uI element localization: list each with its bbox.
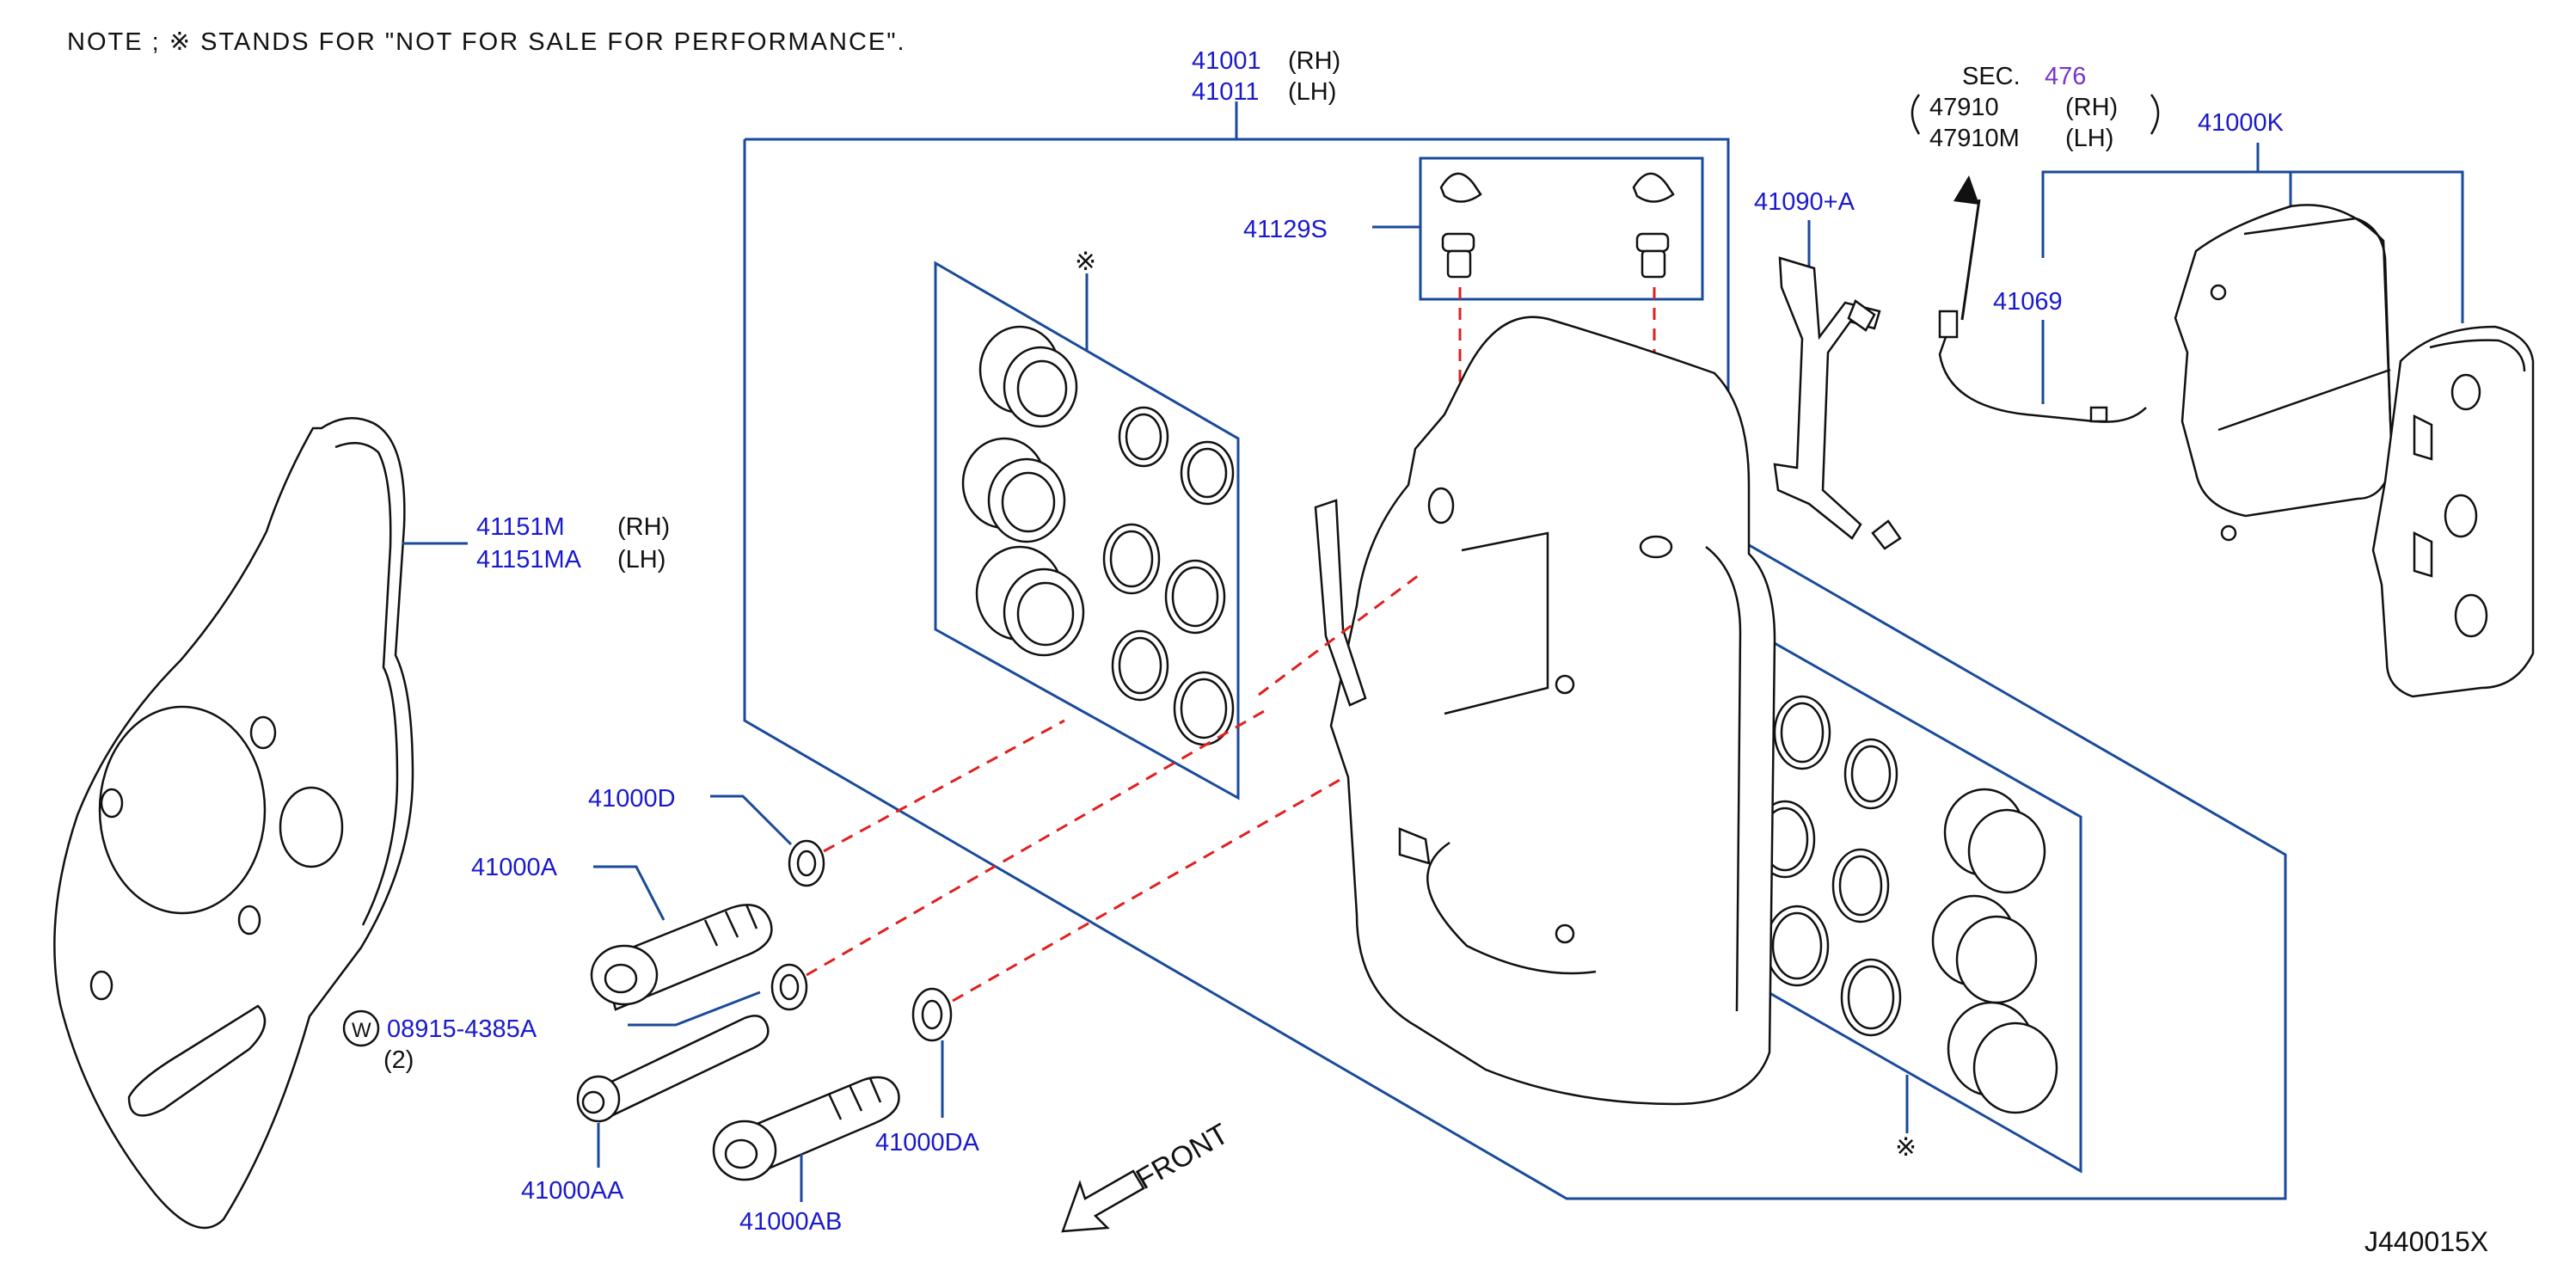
label-baffle-lh[interactable]: 41151MA [476,546,582,574]
not-for-sale-mark-upper: ※ [1075,248,1096,276]
front-arrow-icon [1061,1169,1145,1233]
bolt-41000a: 41000A [471,854,773,1011]
piston-icon [1943,788,2046,894]
caliper-body [1314,316,1776,1106]
bracket-close-icon [2150,94,2160,135]
label-sensor-rh-side: (RH) [2065,94,2118,121]
guide-pin-icon [1441,232,1670,279]
label-bolt-a[interactable]: 41000A [471,854,558,881]
front-indicator: FRONT [1061,1117,1234,1233]
label-bolt-w-symbol: W [352,1019,371,1042]
front-label: FRONT [1131,1117,1234,1195]
drawing-id: J440015X [2364,1226,2488,1257]
label-sensor-lh[interactable]: 47910M [1929,125,2020,152]
label-baffle-lh-side: (LH) [617,546,665,574]
pad-hole-icon [2454,593,2488,638]
label-sensor-lh-side: (LH) [2065,125,2113,152]
note-text: NOTE ; ※ STANDS FOR "NOT FOR SALE FOR PE… [67,28,906,56]
label-bolt-aa[interactable]: 41000AA [521,1177,624,1205]
caliper-assembly-frame [743,138,2287,1200]
washer-41000da: 41000DA [875,777,1342,1156]
label-rh: (RH) [1288,47,1340,75]
label-sensor-rh[interactable]: 47910 [1929,94,1999,121]
sensor-connector-icon [2089,406,2108,423]
pad-spring: 41090+A [1754,188,1902,550]
seal-kit-panel-lower: ※ [1733,618,2082,1174]
label-lh: (LH) [1288,78,1336,106]
bracket-open-icon [1911,94,1921,135]
label-pin-boot-kit[interactable]: 41129S [1243,216,1328,243]
piston-icon [1947,1001,2058,1114]
baffle-plate: 41151M (RH) 41151MA (LH) [53,417,670,1230]
label-sec-number[interactable]: 476 [2045,63,2086,90]
piston-seal-icon [1754,695,1902,1037]
label-caliper-rh[interactable]: 41001 [1192,47,1261,75]
bolt-41000aa: 41000AA [521,1015,770,1205]
baffle-bolt: W 08915-4385A (2) [342,1009,537,1074]
arrow-up-icon [1953,175,1979,205]
label-baffle-rh-side: (RH) [617,513,670,541]
washer-41000d: 41000D [588,719,1065,887]
label-bolt-w-qty: (2) [383,1046,414,1074]
label-sensor-wire[interactable]: 41069 [1993,288,2063,316]
label-baffle-rh[interactable]: 41151M [476,513,565,541]
not-for-sale-mark-lower: ※ [1895,1133,1917,1162]
boot-icon [1439,172,1675,203]
piston-seal-icon [1102,406,1235,746]
seal-kit-panel-upper: ※ [934,248,1240,801]
label-sec-prefix: SEC. [1962,63,2021,90]
washer-middle [628,571,1423,1027]
bolt-41000ab: 41000AB [712,1076,900,1236]
label-caliper-lh[interactable]: 41011 [1192,78,1260,106]
wear-sensor: SEC. 476 47910 (RH) 47910M (LH) 41069 [1911,63,2160,423]
pad-hole-icon [2450,373,2481,411]
pad-kit: 41000K [2041,109,2535,698]
piston-icon [975,545,1085,657]
label-washer-da[interactable]: 41000DA [875,1129,980,1156]
label-bolt-w[interactable]: 08915-4385A [387,1015,537,1043]
piston-icon [961,437,1066,543]
label-bolt-ab[interactable]: 41000AB [739,1208,842,1236]
piston-icon [1931,894,2038,1004]
label-spring-kit[interactable]: 41090+A [1754,188,1855,216]
sensor-clip-icon [1938,310,1959,339]
hub-opening-icon [98,705,267,915]
pad-hole-icon [2444,494,2478,538]
label-washer-d[interactable]: 41000D [588,785,676,813]
piston-icon [978,325,1078,428]
washer-symbol-icon [342,1009,380,1047]
label-pad-kit[interactable]: 41000K [2198,109,2285,137]
